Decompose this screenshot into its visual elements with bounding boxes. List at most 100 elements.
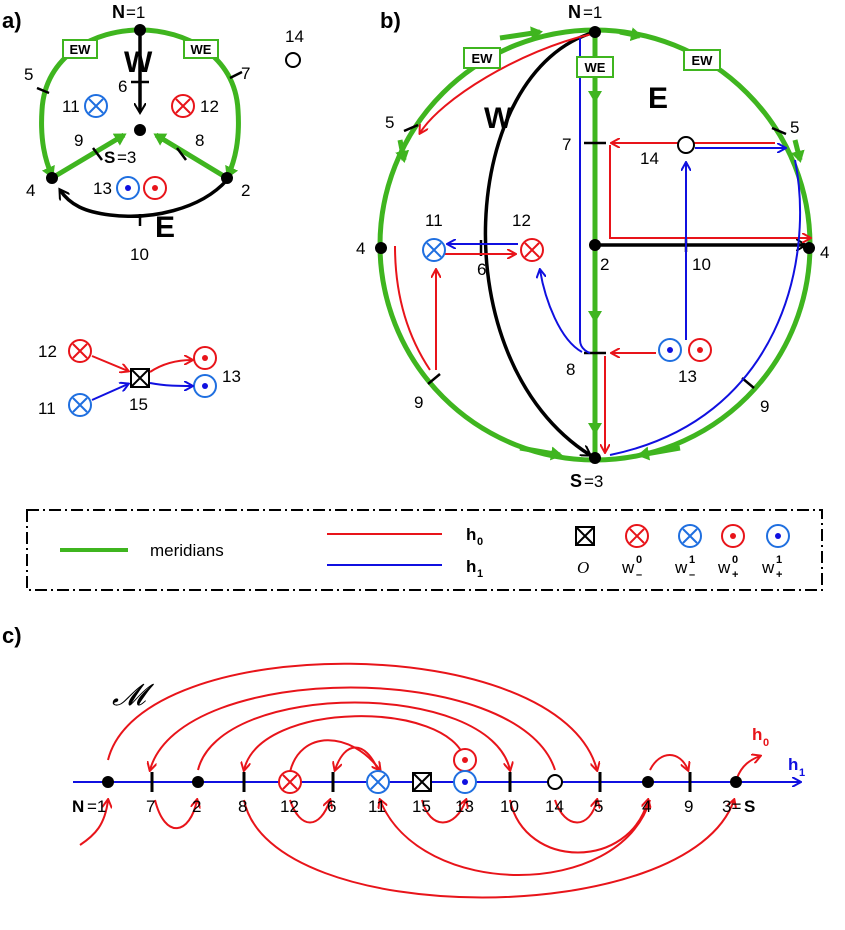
svg-text:4: 4: [820, 243, 829, 262]
svg-text:9: 9: [684, 797, 693, 816]
w-minus-1-icon: [422, 238, 446, 262]
svg-text:WE: WE: [585, 60, 606, 75]
svg-text:0: 0: [477, 536, 483, 548]
svg-text:8: 8: [238, 797, 247, 816]
svg-text:8: 8: [566, 360, 575, 379]
meridian-we-arc: [139, 27, 241, 179]
svg-text:13: 13: [455, 797, 474, 816]
svg-text:h: h: [466, 557, 476, 576]
svg-text:11: 11: [368, 797, 386, 816]
region-w-a: W: [124, 46, 153, 79]
seq-o-icon: [412, 772, 432, 792]
svg-text:0: 0: [636, 554, 642, 566]
svg-text:=3: =3: [117, 148, 136, 167]
svg-text:1: 1: [477, 568, 483, 580]
svg-text:7: 7: [562, 135, 571, 154]
w-plus-1-icon: [193, 374, 217, 398]
panel-a-label: a): [2, 8, 22, 33]
svg-text:0: 0: [763, 737, 769, 749]
w-minus-0-icon: [68, 339, 92, 363]
w-minus-1-icon: [84, 94, 108, 118]
legend-meridians: meridians: [150, 541, 224, 560]
seq-w-plus-1-icon: [453, 770, 477, 794]
svg-text:1: 1: [776, 554, 782, 566]
svg-text:w: w: [621, 558, 635, 577]
legend-o-icon: [575, 526, 595, 546]
svg-text:10: 10: [130, 245, 149, 264]
svg-text:+: +: [732, 569, 738, 581]
svg-text:11: 11: [425, 211, 443, 230]
svg-text:7: 7: [146, 797, 155, 816]
svg-text:12: 12: [512, 211, 531, 230]
svg-text:4: 4: [356, 239, 365, 258]
svg-text:12: 12: [280, 797, 299, 816]
region-e-b: E: [648, 82, 668, 115]
svg-text:10: 10: [500, 797, 519, 816]
east-arc: [60, 178, 229, 218]
svg-text:7: 7: [241, 64, 250, 83]
svg-text:4: 4: [642, 797, 651, 816]
panel-b: b): [356, 2, 829, 491]
pole-n-a: N: [112, 2, 125, 22]
box-ew-a: EW: [70, 42, 92, 57]
svg-text:14: 14: [285, 27, 304, 46]
svg-text:4: 4: [26, 181, 35, 200]
legend: meridians h 0 h 1 O w 0 – w 1 – w 0 + w …: [26, 509, 823, 591]
svg-text:6: 6: [118, 77, 127, 96]
region-w-b: W: [484, 102, 513, 135]
panel-c: c) 𝓜 h 1 h 0: [2, 623, 805, 899]
svg-text:10: 10: [692, 255, 711, 274]
svg-text:5: 5: [594, 797, 603, 816]
svg-text:6: 6: [327, 797, 336, 816]
svg-text:EW: EW: [692, 53, 714, 68]
svg-text:–: –: [636, 569, 642, 581]
svg-text:2: 2: [192, 797, 201, 816]
svg-text:O: O: [577, 558, 589, 577]
legend-w-minus-0-icon: [625, 524, 649, 548]
meridian-2-3: [153, 132, 229, 181]
seq-w-plus-0-icon: [453, 748, 477, 772]
panel-b-label: b): [380, 8, 401, 33]
svg-text:=1: =1: [583, 3, 602, 22]
svg-text:w: w: [674, 558, 688, 577]
region-e-a: E: [155, 211, 175, 244]
svg-text:+: +: [776, 569, 782, 581]
w-minus-0-icon: [171, 94, 195, 118]
svg-text:14: 14: [640, 149, 659, 168]
svg-text:14: 14: [545, 797, 564, 816]
svg-text:h: h: [752, 725, 762, 744]
svg-text:0: 0: [732, 554, 738, 566]
svg-text:w: w: [761, 558, 775, 577]
svg-text:5: 5: [790, 118, 799, 137]
seq-w-minus-0-icon: [278, 770, 302, 794]
panel-c-label: c): [2, 623, 22, 648]
west-meridian: [483, 30, 596, 455]
w-plus-0-icon: [143, 176, 167, 200]
box-we-a: WE: [191, 42, 212, 57]
svg-text:S: S: [570, 471, 582, 491]
panel-a: a) EW WE N =1 S =3 W E 5 7: [2, 2, 304, 264]
svg-text:S: S: [744, 797, 755, 816]
svg-text:=1: =1: [87, 797, 106, 816]
svg-text:12: 12: [200, 97, 219, 116]
svg-text:EW: EW: [472, 51, 494, 66]
svg-text:w: w: [717, 558, 731, 577]
meridian-4-3: [50, 132, 127, 181]
w-plus-0-icon: [688, 338, 712, 362]
svg-text:15: 15: [412, 797, 431, 816]
pole-s-a: S: [104, 148, 115, 167]
svg-text:1: 1: [689, 554, 695, 566]
seq-w-minus-1-icon: [366, 770, 390, 794]
svg-text:12: 12: [38, 342, 57, 361]
svg-text:=3: =3: [584, 472, 603, 491]
svg-text:9: 9: [760, 397, 769, 416]
panel-a-node15: 12 11 15 13: [38, 339, 241, 418]
w-plus-1-icon: [658, 338, 682, 362]
svg-text:N: N: [72, 797, 84, 816]
svg-text:11: 11: [62, 97, 80, 116]
svg-text:h: h: [466, 525, 476, 544]
svg-text:2: 2: [241, 181, 250, 200]
svg-text:h: h: [788, 755, 798, 774]
legend-w-plus-0-icon: [721, 524, 745, 548]
